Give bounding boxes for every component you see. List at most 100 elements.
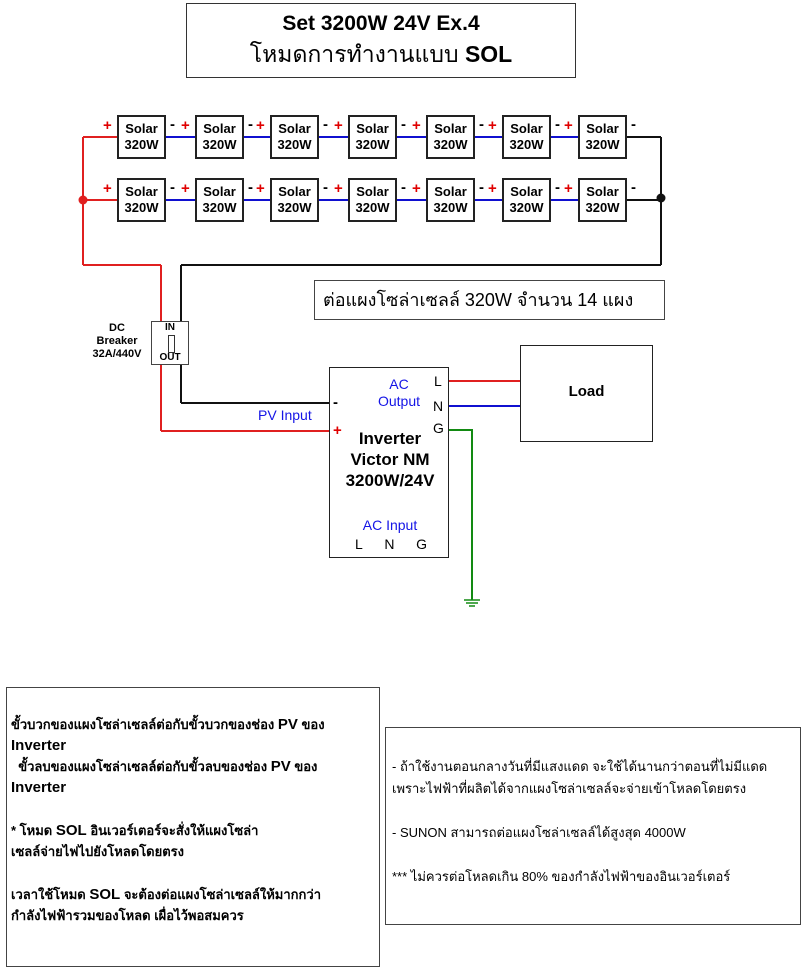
panel-positive-terminal: + — [488, 117, 497, 134]
dc-breaker[interactable]: IN OUT — [151, 321, 189, 365]
panel-positive-terminal: + — [103, 180, 112, 197]
note-right-line4: *** ไม่ควรต่อโหลดเกิน 80% ของกำลังไฟฟ้าข… — [392, 869, 731, 884]
inverter-name-line1: Inverter — [358, 429, 422, 448]
negative-junction-dot — [656, 193, 666, 203]
panel-negative-terminal: - — [170, 179, 175, 196]
ac-input-label: AC Input — [362, 517, 418, 533]
panel-negative-terminal: - — [555, 116, 560, 133]
array-summary-box: ต่อแผงโซล่าเซลล์ 320W จำนวน 14 แผง — [314, 280, 665, 320]
solar-panel-label: Solar — [203, 184, 236, 199]
solar-panel-rating: 320W — [509, 200, 544, 215]
solar-panel-rating: 320W — [355, 137, 390, 152]
panel-positive-terminal: + — [334, 180, 343, 197]
panel-positive-terminal: + — [181, 180, 190, 197]
note-left-para4: เวลาใช้โหมด SOL จะต้องต่อแผงโซล่าเซลล์ให… — [11, 886, 322, 903]
ac-output-label-line2: Output — [377, 393, 421, 409]
panel-negative-terminal: - — [323, 116, 328, 133]
solar-panel-label: Solar — [203, 121, 236, 136]
note-left-para2: ขั้วลบของแผงโซล่าเซลล์ต่อกับขั้วลบของช่อ… — [11, 758, 318, 775]
solar-panel-rating: 320W — [585, 200, 620, 215]
title-mode-name: SOL — [464, 41, 513, 67]
panel-negative-terminal: - — [401, 179, 406, 196]
title-heading: Set 3200W 24V Ex.4 — [282, 12, 480, 35]
panel-negative-terminal: - — [401, 116, 406, 133]
ac-output-label-line1: AC — [389, 376, 409, 392]
note-left-para4-end: กำลังไฟฟ้ารวมของโหลด เผื่อไว้พอสมควร — [11, 908, 244, 923]
pv-input-label: PV Input — [258, 407, 312, 423]
solar-panel-label: Solar — [125, 184, 158, 199]
panel-negative-terminal: - — [248, 116, 253, 133]
solar-panel-label: Solar — [434, 184, 467, 199]
panel-negative-terminal: - — [555, 179, 560, 196]
inverter-pv-minus: - — [333, 394, 338, 411]
solar-panel-label: Solar — [125, 121, 158, 136]
panel-negative-terminal: - — [248, 179, 253, 196]
solar-panel-label: Solar — [434, 121, 467, 136]
breaker-out-label: OUT — [159, 352, 181, 363]
panel-positive-terminal: + — [181, 117, 190, 134]
solar-panel-label: Solar — [510, 121, 543, 136]
ground-icon — [464, 599, 480, 607]
panel-positive-terminal: + — [412, 180, 421, 197]
ac-input-terminals: L N G — [355, 536, 427, 552]
breaker-label-dc: DC — [109, 322, 125, 334]
note-right-line3: - SUNON สามารถต่อแผงโซล่าเซลล์ได้สูงสุด … — [392, 825, 686, 840]
note-left-para3: * โหมด SOL อินเวอร์เตอร์จะสั่งให้แผงโซล่… — [11, 822, 259, 839]
breaker-toggle-icon[interactable] — [168, 335, 175, 353]
panel-positive-terminal: + — [256, 180, 265, 197]
ac-in-terminal-n: N — [384, 536, 395, 552]
solar-panel-rating: 320W — [509, 137, 544, 152]
solar-panel-rating: 320W — [202, 200, 237, 215]
breaker-label-name: Breaker — [96, 335, 138, 347]
inverter-name-line3: 3200W/24V — [345, 471, 435, 490]
panel-positive-terminal: + — [564, 117, 573, 134]
solar-panel-rating: 320W — [277, 200, 312, 215]
inverter-name: Inverter Victor NM 3200W/24V — [335, 428, 445, 491]
note-left-para3-end: เซลล์จ่ายไฟไปยังโหลดโดยตรง — [11, 844, 185, 859]
panel-negative-terminal: - — [170, 116, 175, 133]
notes-left-box: ขั้วบวกของแผงโซล่าเซลล์ต่อกับขั้วบวกของช… — [6, 687, 380, 967]
breaker-in-label: IN — [165, 322, 175, 333]
inverter-name-line2: Victor NM — [350, 450, 430, 469]
ac-out-terminal-g: G — [433, 420, 444, 436]
note-right-line2: เพราะไฟฟ้าที่ผลิตได้จากแผงโซล่าเซลล์จะจ่… — [392, 781, 747, 796]
note-left-para1-end: Inverter — [11, 737, 67, 754]
ac-out-terminal-n: N — [433, 398, 444, 414]
ac-in-terminal-l: L — [355, 536, 363, 552]
solar-panel-rating: 320W — [124, 200, 159, 215]
solar-panel-rating: 320W — [433, 137, 468, 152]
panel-positive-terminal: + — [488, 180, 497, 197]
title-mode-thai: โหมดการทำงานแบบ — [249, 41, 465, 67]
notes-right-box: - ถ้าใช้งานตอนกลางวันที่มีแสงแดด จะใช้ได… — [385, 727, 801, 925]
solar-panel-rating: 320W — [202, 137, 237, 152]
note-left-para2-end: Inverter — [11, 779, 67, 796]
panel-positive-terminal: + — [103, 117, 112, 134]
title-mode-line: โหมดการทำงานแบบ SOL — [187, 38, 575, 70]
ground-wire — [449, 429, 473, 600]
solar-panel-label: Solar — [356, 184, 389, 199]
solar-panel-label: Solar — [356, 121, 389, 136]
panel-positive-terminal: + — [412, 117, 421, 134]
solar-panel-rating: 320W — [585, 137, 620, 152]
solar-panel-label: Solar — [278, 121, 311, 136]
note-left-para1: ขั้วบวกของแผงโซล่าเซลล์ต่อกับขั้วบวกของช… — [11, 716, 325, 733]
panel-positive-terminal: + — [564, 180, 573, 197]
solar-panel-label: Solar — [278, 184, 311, 199]
panel-positive-terminal: + — [334, 117, 343, 134]
ac-in-terminal-g: G — [416, 536, 427, 552]
solar-panel-rating: 320W — [355, 200, 390, 215]
panel-negative-terminal: - — [479, 179, 484, 196]
solar-panel-label: Solar — [510, 184, 543, 199]
solar-panel-label: Solar — [586, 184, 619, 199]
panel-positive-terminal: + — [256, 117, 265, 134]
string-wires — [83, 136, 661, 201]
